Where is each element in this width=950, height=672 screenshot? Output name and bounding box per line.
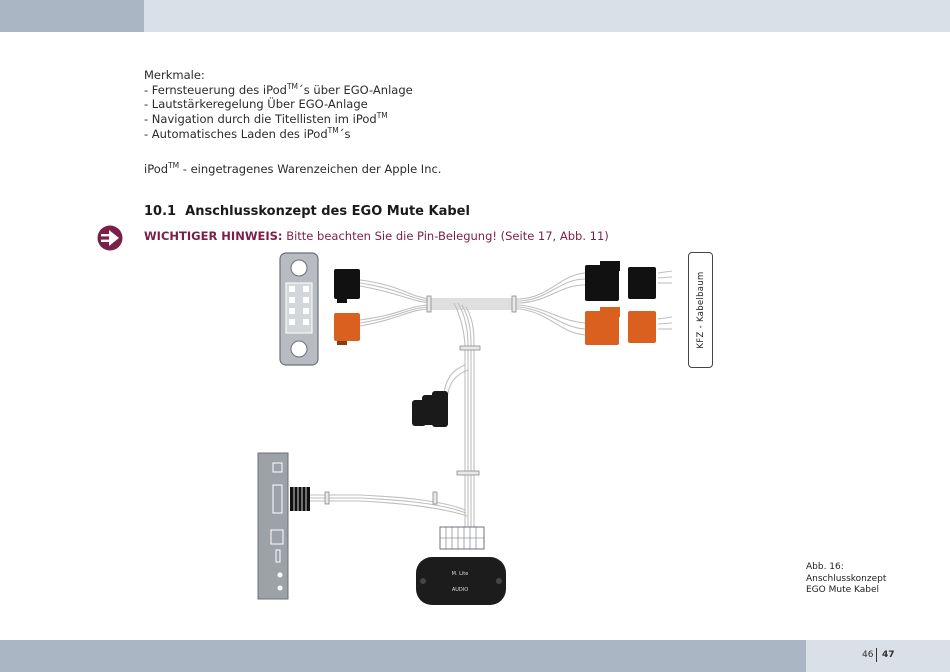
svg-text:AUDIO: AUDIO <box>452 587 468 593</box>
ipod-dock-panel <box>257 452 289 600</box>
header-bar-right <box>144 0 950 32</box>
header-bar-left <box>0 0 144 32</box>
figure-caption: Abb. 16: Anschlusskonzept EGO Mute Kabel <box>806 562 887 595</box>
control-module: M. Lite AUDIO <box>416 557 506 605</box>
footer-bar-left <box>0 640 806 672</box>
arrow-right-icon <box>97 225 123 251</box>
page-number-left: 46 <box>862 650 874 660</box>
feature-item: - Navigation durch die Titellisten im iP… <box>144 111 388 127</box>
important-notice: WICHTIGER HINWEIS: Bitte beachten Sie di… <box>144 229 609 243</box>
page-number-divider <box>876 648 877 662</box>
page-number-right: 47 <box>882 650 895 660</box>
feature-item: - Automatisches Laden des iPodTM´s <box>144 125 351 141</box>
footer-bar-right <box>806 640 950 672</box>
wiring-diagram: M. Lite AUDIO <box>257 252 673 605</box>
svg-text:M. Lite: M. Lite <box>452 571 469 577</box>
feature-item: - Lautstärkeregelung Über EGO-Anlage <box>144 97 368 112</box>
trademark-note: iPodTM - eingetragenes Warenzeichen der … <box>144 161 442 176</box>
kfz-harness-label: KFZ - Kabelbaum <box>688 252 713 368</box>
features-list: Merkmale: - Fernsteuerung des iPodTM´s ü… <box>144 68 413 142</box>
section-heading: 10.1 Anschlusskonzept des EGO Mute Kabel <box>144 204 470 219</box>
radio-unit <box>279 252 319 366</box>
features-title: Merkmale: <box>144 68 205 82</box>
feature-item: - Fernsteuerung des iPodTM´s über EGO-An… <box>144 81 413 97</box>
